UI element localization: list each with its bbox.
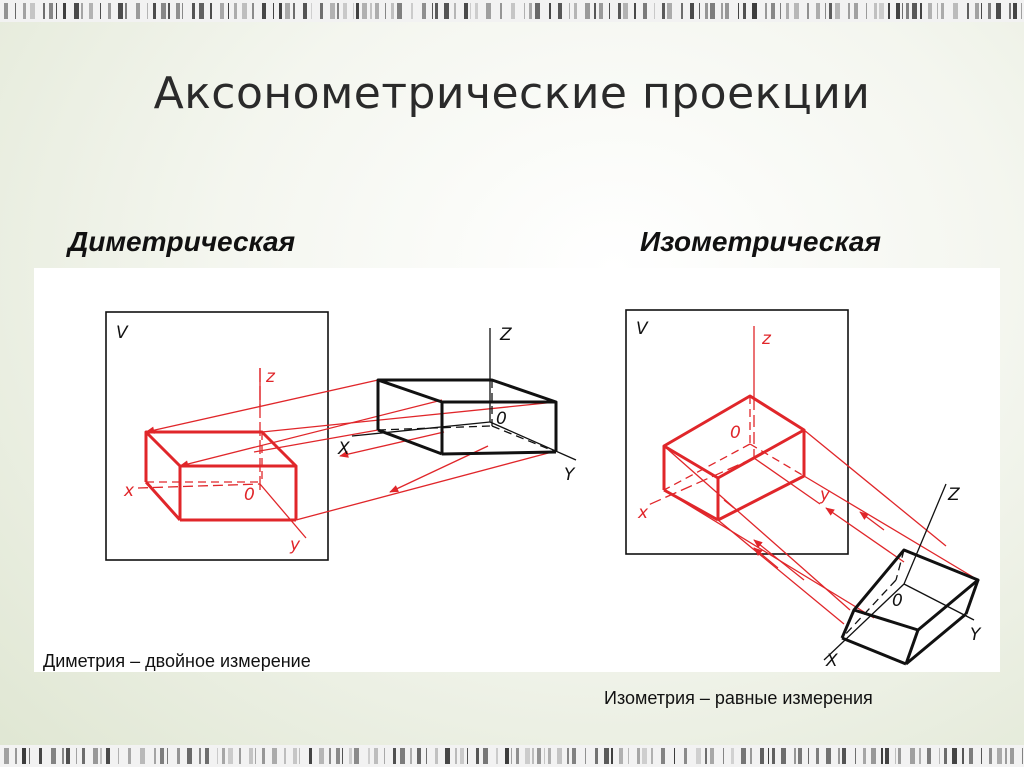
dimetric-heading: Диметрическая	[68, 226, 296, 257]
dimetric-red-box	[144, 430, 298, 522]
dimetric-red-origin-label: 0	[244, 485, 255, 505]
decorative-bottom-strip	[0, 745, 1024, 767]
isometric-black-x-label: X	[825, 651, 838, 671]
isometric-caption: Изометрия – равные измерения	[604, 688, 873, 708]
isometric-red-axes	[645, 326, 821, 507]
dimetric-plane-v-label: V	[116, 323, 129, 343]
dimetric-red-x-label: x	[123, 481, 135, 501]
dimetric-black-axes	[351, 328, 577, 461]
dimetric-black-z-label: Z	[499, 325, 512, 345]
dimetric-diagram: V z x y 0	[105, 311, 577, 561]
dimetric-black-y-label: Y	[564, 465, 576, 485]
projection-figure: V z x y 0	[105, 309, 982, 671]
isometric-heading: Изометрическая	[640, 226, 881, 257]
dimetric-black-box	[376, 378, 558, 456]
isometric-black-origin-label: 0	[892, 591, 903, 611]
isometric-diagram: V z x y 0	[625, 309, 982, 671]
dimetric-black-origin-label: 0	[496, 409, 507, 429]
projection-figure-panel: V z x y 0	[34, 268, 1000, 672]
dimetric-red-y-label: y	[289, 535, 301, 555]
isometric-black-z-label: Z	[947, 485, 960, 505]
isometric-black-axes	[823, 483, 975, 661]
isometric-red-box	[662, 394, 806, 522]
dimetric-black-x-label: X	[337, 439, 350, 459]
isometric-projection-rays	[663, 429, 979, 625]
isometric-plane-v	[625, 309, 849, 555]
isometric-black-box	[840, 548, 980, 666]
decorative-top-strip	[0, 0, 1024, 22]
slide-title: Аксонометрические проекции	[153, 68, 871, 119]
dimetric-plane-v	[105, 311, 329, 561]
dimetric-red-axes	[137, 368, 307, 539]
isometric-red-origin-label: 0	[730, 423, 741, 443]
isometric-black-y-label: Y	[970, 625, 982, 645]
isometric-plane-v-label: V	[636, 319, 649, 339]
dimetric-caption: Диметрия – двойное измерение	[43, 651, 311, 671]
dimetric-red-z-label: z	[265, 367, 276, 387]
isometric-red-z-label: z	[761, 329, 772, 349]
dimetric-projection-rays	[145, 379, 557, 521]
isometric-red-x-label: x	[637, 503, 649, 523]
